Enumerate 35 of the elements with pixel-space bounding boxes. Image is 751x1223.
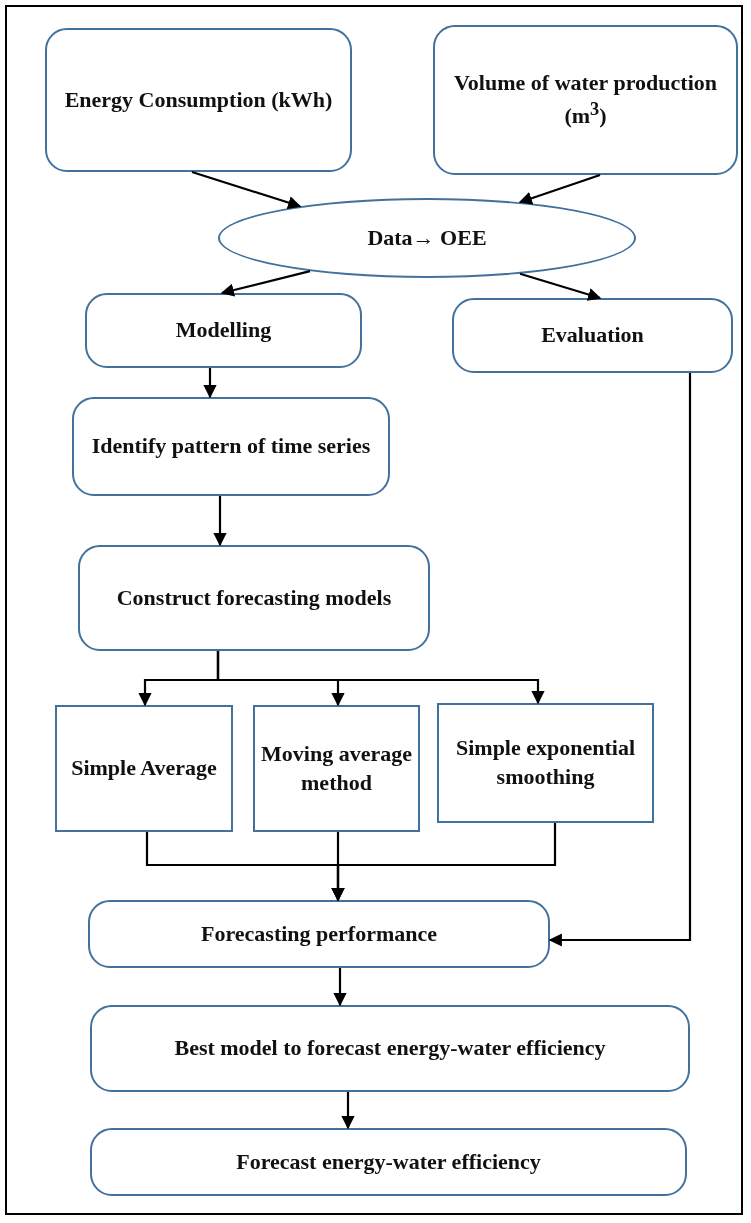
arrow: [518, 173, 601, 205]
node-label: Identify pattern of time series: [90, 432, 372, 461]
process-box: [433, 25, 738, 175]
process-box: [452, 298, 733, 373]
node-label: Construct forecasting models: [115, 583, 393, 612]
arrow: [519, 272, 602, 301]
process-box: [85, 293, 362, 368]
process-box: [78, 545, 430, 651]
arrow: [216, 651, 545, 705]
process-box: [88, 900, 550, 968]
node-label: Simple Average: [70, 754, 218, 783]
arrow: [331, 823, 557, 902]
process-box: [90, 1128, 687, 1196]
node-label: Simple exponential smoothing: [454, 734, 637, 791]
arrow: [548, 373, 692, 947]
process-box: [72, 397, 390, 496]
process-box: [45, 28, 352, 172]
node-label: Volume of water production (m$^{3}$): [453, 69, 718, 131]
node-label: Data→ OEE: [366, 223, 488, 252]
node-label: Evaluation: [540, 321, 645, 350]
node-label: Forecasting performance: [200, 919, 438, 948]
node-label: Energy Consumption (kWh): [63, 85, 334, 114]
arrow: [191, 170, 302, 209]
arrow: [203, 368, 217, 399]
method-box: [55, 705, 233, 832]
process-box: [90, 1005, 690, 1092]
node-label: Modelling: [174, 316, 273, 345]
node-label: Best model to forecast energy-water efficiency: [173, 1034, 607, 1063]
node-label: Forecast energy-water efficiency: [235, 1147, 542, 1176]
arrow: [333, 968, 347, 1007]
node-label: Moving average method: [260, 739, 413, 797]
method-box: [437, 703, 654, 823]
arrow: [213, 496, 227, 547]
method-box: [253, 705, 420, 832]
arrow: [341, 1092, 355, 1130]
